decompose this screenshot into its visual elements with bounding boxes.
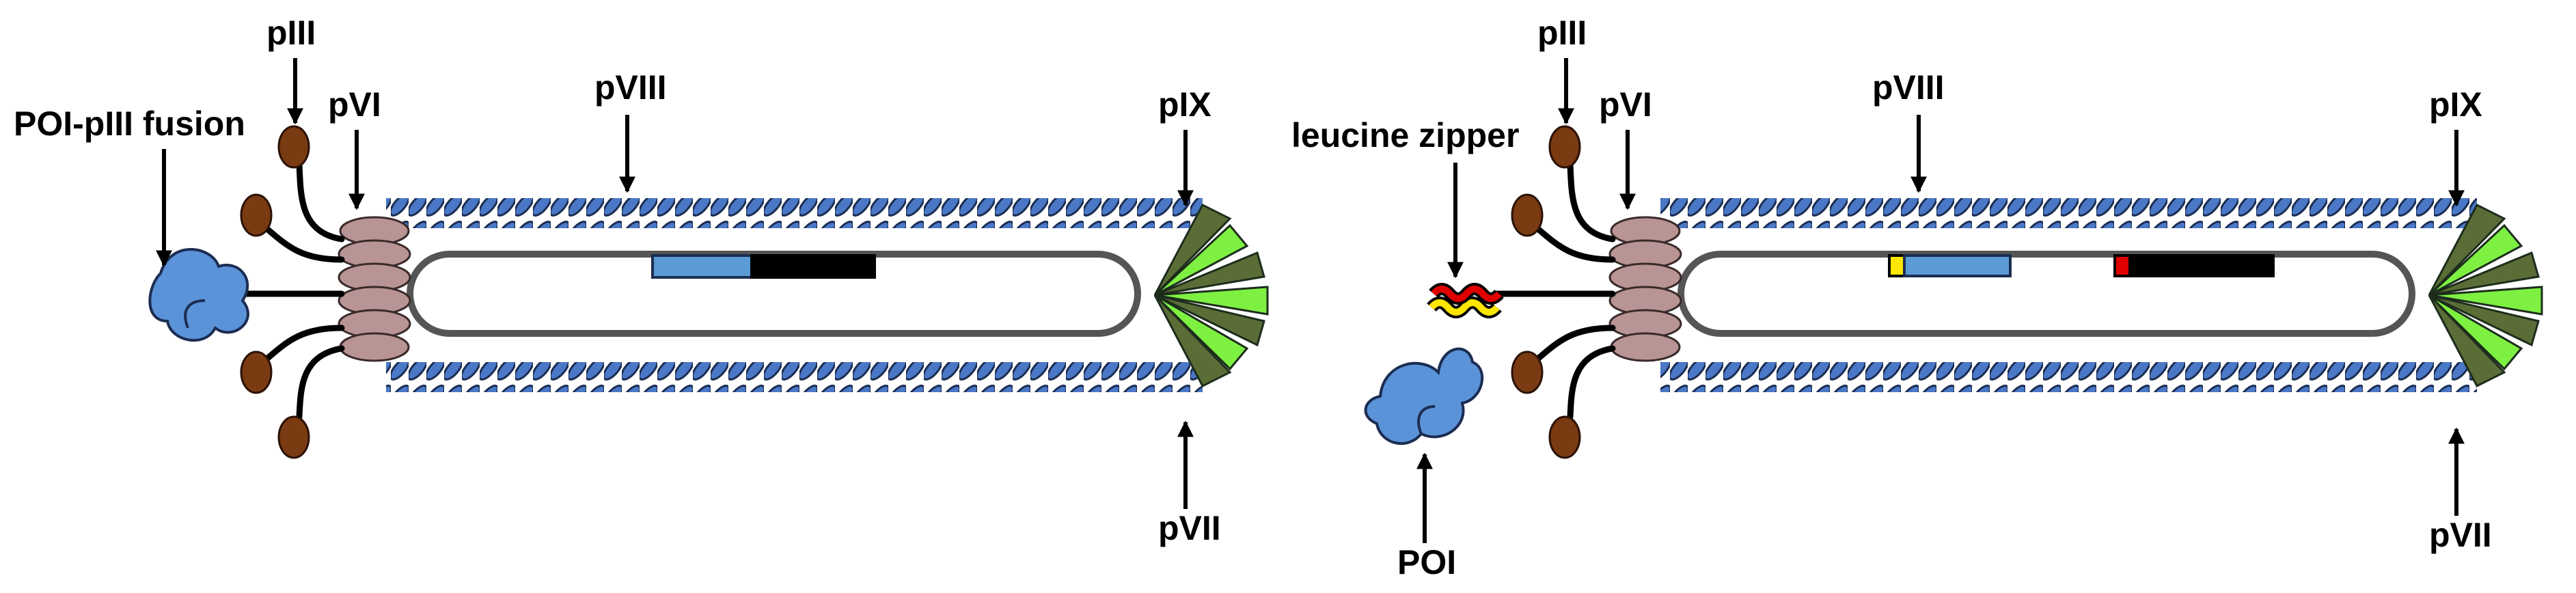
label-fusion: POI-pIII fusion bbox=[14, 105, 245, 143]
gene-tag-yellow bbox=[1888, 254, 1906, 277]
gene-poi-2 bbox=[1903, 254, 2012, 277]
label-p3-2: pIII bbox=[1537, 14, 1587, 52]
pviii-coat-top-2 bbox=[1660, 198, 2477, 228]
gene-piii bbox=[750, 254, 876, 279]
genome-loop-2 bbox=[1677, 251, 2415, 337]
pvi-cap-2 bbox=[1608, 216, 1682, 362]
label-zipper: leucine zipper bbox=[1291, 116, 1519, 154]
leucine-zipper bbox=[1427, 283, 1504, 318]
pviii-coat-top bbox=[386, 198, 1203, 228]
pviii-coat-bottom-2 bbox=[1660, 362, 2477, 392]
piii-stalks-2 bbox=[1493, 161, 1616, 420]
poi-blob-2 bbox=[1364, 347, 1484, 445]
pvi-cap bbox=[338, 216, 411, 362]
piii-knobs-2 bbox=[1511, 125, 1581, 459]
panel-leucine-zipper: leucine zipper POI pIII pVI pVIII pIX pV… bbox=[1291, 14, 2543, 581]
piii-knobs bbox=[240, 125, 310, 459]
pviii-coat-bottom bbox=[386, 362, 1203, 392]
label-p7: pVII bbox=[1158, 509, 1221, 547]
label-p8-2: pVIII bbox=[1872, 68, 1945, 107]
label-p9-2: pIX bbox=[2429, 85, 2482, 124]
label-p6: pVI bbox=[328, 85, 381, 124]
poi-blob bbox=[148, 248, 249, 342]
label-p7-2: pVII bbox=[2429, 516, 2492, 554]
tip-fan-2 bbox=[2428, 204, 2543, 387]
gene-poi bbox=[651, 254, 753, 279]
label-p6-2: pVI bbox=[1599, 85, 1652, 124]
gene-piii-2 bbox=[2128, 254, 2275, 277]
panel-pIII-fusion: POI-pIII fusion pIII pVI pVIII pIX pVII bbox=[14, 14, 1269, 547]
label-poi: POI bbox=[1397, 543, 1456, 581]
label-p3: pIII bbox=[266, 14, 316, 52]
label-p8: pVIII bbox=[594, 68, 667, 107]
label-p9: pIX bbox=[1158, 85, 1211, 124]
gene-tag-red bbox=[2113, 254, 2131, 277]
tip-fan bbox=[1153, 204, 1269, 387]
piii-stalks bbox=[215, 161, 345, 420]
